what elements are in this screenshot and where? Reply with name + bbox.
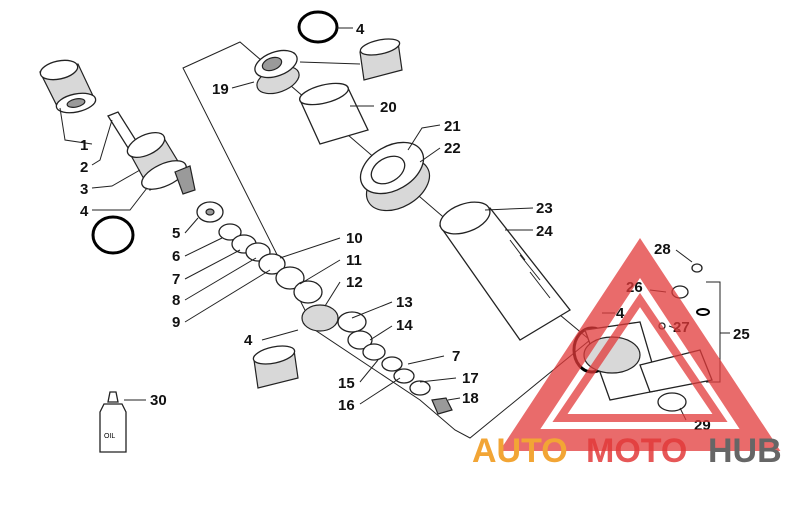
label-7-left: 7	[172, 271, 180, 288]
label-4-top: 4	[356, 21, 365, 38]
label-15: 15	[338, 375, 355, 392]
label-21: 21	[444, 118, 461, 135]
label-19: 19	[212, 81, 229, 98]
label-18: 18	[462, 390, 479, 407]
label-8: 8	[172, 292, 180, 309]
band-4-middle	[252, 345, 299, 389]
label-16: 16	[338, 397, 355, 414]
label-7-right: 7	[452, 348, 460, 365]
label-9: 9	[172, 314, 180, 331]
label-13: 13	[396, 294, 413, 311]
label-12: 12	[346, 274, 363, 291]
label-23: 23	[536, 200, 553, 217]
label-4-right: 4	[616, 305, 625, 322]
part-labels: 1 2 3 4 4 4 4 5 6 7 7 8 9 10 11 12 13 14…	[80, 21, 750, 434]
label-4-left: 4	[80, 203, 89, 220]
part-20-sleeve	[298, 82, 369, 145]
part-2-3-shaft-body	[107, 111, 196, 195]
label-2: 2	[80, 159, 88, 176]
label-17: 17	[462, 370, 479, 387]
label-11: 11	[346, 252, 362, 269]
watermark-moto: MOTO	[586, 432, 687, 470]
label-20: 20	[380, 99, 397, 116]
o-ring-4-top	[297, 10, 339, 44]
watermark-auto: AUTO	[472, 432, 568, 470]
bottle-label: OIL	[104, 433, 115, 440]
label-28: 28	[654, 241, 671, 258]
label-6: 6	[172, 248, 180, 265]
part-21-22-nut-ring	[359, 141, 431, 212]
washer-stack	[196, 201, 453, 415]
label-3: 3	[80, 181, 88, 198]
label-22: 22	[444, 140, 461, 157]
label-14: 14	[396, 317, 413, 334]
part-30-oil-bottle: OIL	[99, 391, 127, 453]
part-23-24-body	[438, 201, 571, 341]
watermark-text: AUTO MOTO HUB	[472, 432, 782, 470]
label-1: 1	[80, 137, 88, 154]
label-30: 30	[150, 392, 167, 409]
label-24: 24	[536, 223, 553, 240]
watermark-hub: HUB	[708, 432, 782, 470]
part-1-top-eyelet	[39, 59, 97, 114]
band-4-top	[359, 38, 403, 81]
o-ring-4-left	[91, 215, 135, 255]
label-5: 5	[172, 225, 180, 242]
label-4-middle: 4	[244, 332, 253, 349]
watermark-logo	[499, 238, 781, 451]
part-19-seal-head	[254, 49, 300, 95]
label-10: 10	[346, 230, 363, 247]
label-25: 25	[733, 326, 750, 343]
